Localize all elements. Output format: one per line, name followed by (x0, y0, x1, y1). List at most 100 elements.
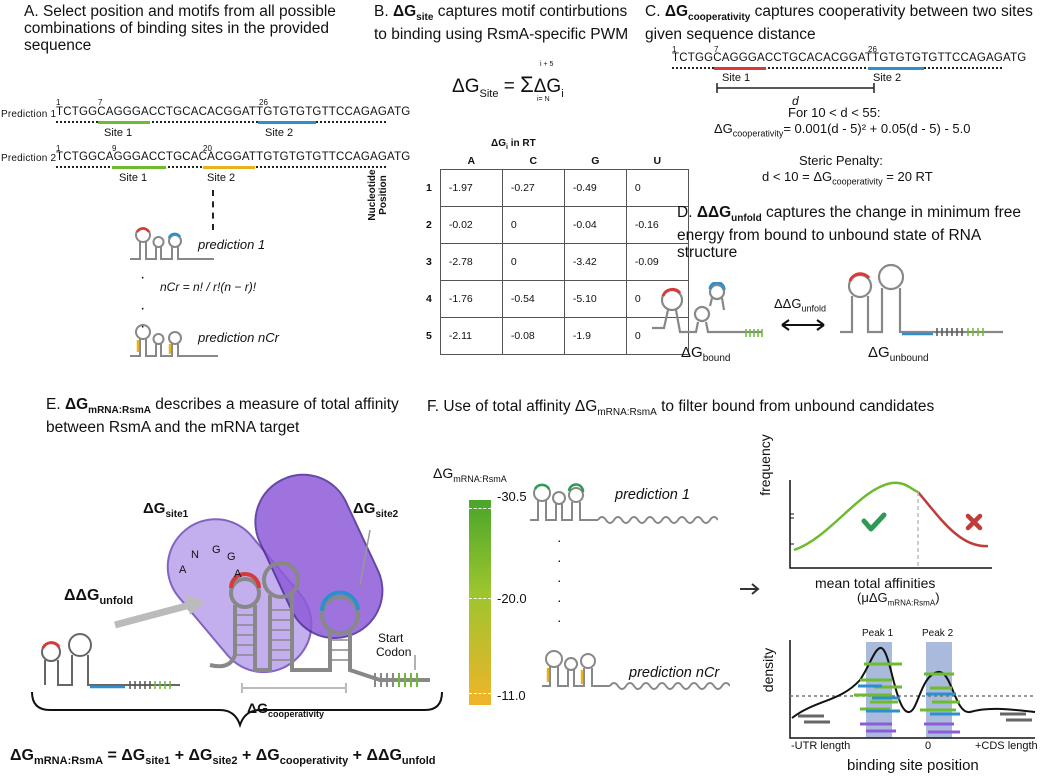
prediction-2-label: Prediction 2 (1, 153, 57, 164)
rna-prediction-1 (530, 483, 718, 524)
prediction-1-label: Prediction 1 (1, 109, 57, 120)
pwm-table: A C G U 1 -1.97 -0.27 -0.49 0 2 -0.02 0 … (425, 153, 689, 355)
rsma-binding-illustration (31, 473, 443, 729)
sequence-dots (56, 121, 386, 123)
sum-upper: i + 5 (540, 61, 554, 68)
rna-structure-icon (130, 227, 214, 260)
pwm-cell: -0.02 (439, 206, 503, 244)
site-1-label: Site 1 (119, 172, 148, 184)
x-right-label: +CDS length (975, 740, 1038, 752)
panel-d-title: D. ΔΔGunfold captures the change in mini… (677, 204, 1022, 262)
prediction-1-label: prediction 1 (198, 237, 266, 252)
density-plot (789, 640, 1036, 739)
scale-tick (469, 508, 491, 509)
pwm-cell: -0.49 (563, 169, 627, 207)
prediction-1-label: prediction 1 (615, 487, 690, 503)
pwm-cell: -1.76 (439, 280, 503, 318)
pwm-row-header: 2 (426, 219, 432, 231)
pwm-row-header: 3 (426, 256, 432, 268)
ellipsis-dots: · (140, 269, 146, 286)
pwm-cell: -1.9 (563, 317, 627, 355)
steric-title: Steric Penalty: (799, 153, 883, 168)
panel-e-title: E. ΔGmRNA:RsmA describes a measure of to… (46, 396, 399, 437)
pwm-row: 3 -2.78 0 -3.42 -0.09 (425, 243, 689, 281)
pwm-cell: 0 (625, 169, 689, 207)
pwm-row-header: 5 (426, 330, 432, 342)
pwm-cell: -3.42 (563, 243, 627, 281)
pwm-cell: 0 (501, 206, 565, 244)
freq-x-label-2: (μΔGmRNA:RsmA) (857, 590, 940, 608)
rna-prediction-ncr (542, 650, 730, 690)
panel-c-title: C. ΔGcooperativity captures cooperativit… (645, 3, 1033, 44)
sequence-prediction-2: TCTGGCAGGGACCTGCACACGGATTGTGTGTGTTCCAGAG… (56, 151, 411, 163)
site-2-bar (258, 121, 316, 124)
pwm-col-header: A (467, 155, 476, 167)
coop-equation: ΔGcooperativity= 0.001(d - 5)² + 0.05(d … (714, 121, 971, 139)
pwm-row-axis-label: Nucleotide Position (367, 169, 389, 221)
pwm-cell: -2.78 (439, 243, 503, 281)
rna-unbound-structure (840, 263, 1003, 336)
pwm-row: 2 -0.02 0 -0.04 -0.16 (425, 206, 689, 244)
position-1: 1 (672, 45, 677, 54)
scale-tick-label: -30.5 (497, 489, 527, 504)
affinity-scale-label: ΔGmRNA:RsmA (433, 465, 507, 484)
site-2-label: Site 2 (873, 72, 902, 84)
x-zero-label: 0 (925, 740, 932, 752)
motif-letter: G (212, 544, 221, 556)
panel-a-title: A. Select position and motifs from all p… (24, 3, 336, 54)
dg-cooperativity-label: ΔGcooperativity (247, 700, 324, 719)
pwm-cell: -0.04 (563, 206, 627, 244)
pwm-row: 1 -1.97 -0.27 -0.49 0 (425, 169, 689, 207)
sequence-prediction-1: TCTGGCAGGGACCTGCACACGGATTGTGTGTGTTCCAGAG… (56, 106, 411, 118)
peak-2-label: Peak 2 (922, 628, 954, 639)
steric-equation: d < 10 = ΔGcooperativity = 20 RT (762, 169, 933, 187)
scale-tick-label: -11.0 (497, 688, 526, 703)
position-7: 7 (98, 98, 103, 107)
site-1-bar (98, 121, 150, 124)
position-20: 20 (203, 144, 212, 153)
site-1-label: Site 1 (104, 127, 133, 139)
pwm-cell: 0 (501, 243, 565, 281)
position-1: 1 (56, 144, 61, 153)
pwm-cell: -0.54 (501, 280, 565, 318)
scale-tick-label: -20.0 (497, 591, 527, 606)
position-26: 26 (868, 45, 877, 54)
double-arrow-icon (781, 319, 825, 331)
affinity-gradient-bar (469, 500, 491, 705)
dg-site1-label: ΔGsite1 (143, 500, 189, 520)
density-axis-label: density (760, 647, 776, 693)
pwm-cell: -0.09 (625, 243, 689, 281)
ellipsis-dots: · (140, 318, 146, 335)
pwm-cell: -0.16 (625, 206, 689, 244)
site-1-bar (714, 67, 766, 70)
distance-bar (716, 83, 875, 93)
ddg-unfold-arrow-label: ΔΔGunfold (774, 296, 827, 314)
site-1-label: Site 1 (722, 72, 751, 84)
position-26: 26 (259, 98, 268, 107)
site-2-bar (868, 67, 924, 70)
pwm-cell: -0.08 (501, 317, 565, 355)
ellipsis-dots: · (140, 300, 146, 317)
pwm-cell: -5.10 (563, 280, 627, 318)
ellipsis-dots: ····· (557, 532, 562, 628)
sequence-panel-c: TCTGGCAGGGACCTGCACACGGATTGTGTGTGTTCCAGAG… (672, 52, 1027, 64)
site-1-bar (112, 166, 166, 169)
pwm-row-header: 1 (426, 182, 432, 194)
pwm-cell: -2.11 (439, 317, 503, 355)
motif-letter: N (191, 549, 199, 561)
pwm-cell: -0.27 (501, 169, 565, 207)
dg-unbound-label: ΔGunbound (868, 344, 929, 364)
site-2-label: Site 2 (265, 127, 294, 139)
x-left-label: -UTR length (791, 740, 851, 752)
pwm-col-header: U (653, 155, 662, 167)
frequency-axis-label: frequency (757, 434, 773, 496)
prediction-ncr-label: prediction nCr (629, 665, 720, 681)
start-label: Start (378, 631, 404, 645)
scale-tick (469, 598, 491, 599)
prediction-ncr-label: prediction nCr (198, 330, 279, 345)
site-2-bar (203, 166, 255, 169)
position-9: 9 (112, 144, 117, 153)
dg-site2-label: ΔGsite2 (353, 500, 399, 520)
right-arrow-icon (740, 583, 760, 595)
codon-label: Codon (376, 645, 412, 659)
